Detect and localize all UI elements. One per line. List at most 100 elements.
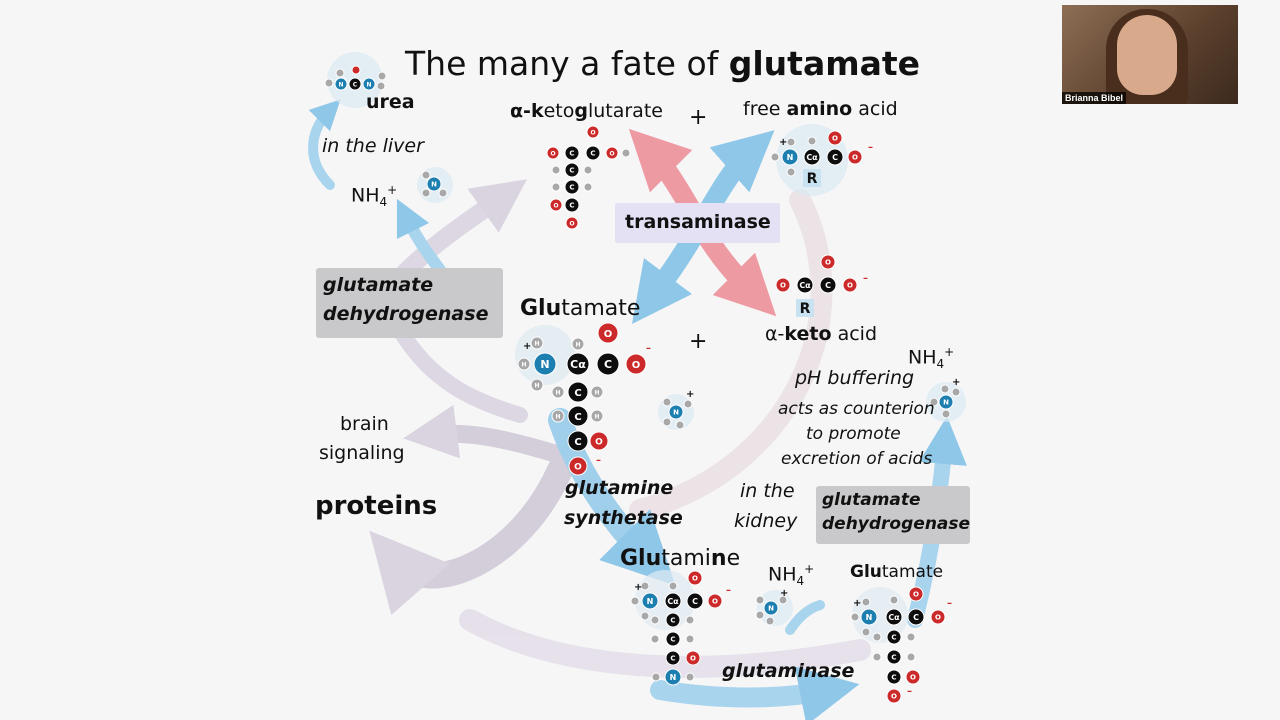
atom-h	[941, 385, 949, 393]
atom-h	[756, 611, 764, 619]
atom-h	[584, 183, 592, 191]
atom-h	[771, 153, 779, 161]
atom-symbol: O	[595, 437, 603, 447]
atom-symbol: Cα	[799, 281, 811, 290]
atom-h	[952, 388, 960, 396]
akg-suffix: lutarate	[588, 100, 663, 122]
atom-symbol: H	[521, 361, 526, 368]
atom-symbol: H	[555, 413, 560, 420]
r-group-label: R	[800, 301, 811, 317]
atom-symbol: O	[780, 282, 786, 290]
atom-symbol: H	[534, 340, 539, 347]
atom-symbol: C	[569, 167, 574, 175]
atom-h	[631, 597, 639, 605]
atom-h	[651, 635, 659, 643]
gln-end: e	[727, 546, 741, 571]
nh4-liver-label: NH4+	[351, 184, 397, 210]
glutamine-label: Glutamine	[620, 546, 740, 571]
brain-line1: brain	[340, 414, 389, 436]
webcam-video: Brianna Bibel	[1062, 5, 1238, 104]
nh4-bottom-text: NH	[768, 563, 797, 585]
aka-bold: keto	[784, 323, 831, 345]
atom-symbol: O	[550, 150, 555, 157]
atom-symbol: H	[555, 389, 560, 396]
urea-label: urea	[366, 92, 415, 114]
atom-symbol: N	[431, 181, 437, 189]
arrow-to-brain	[430, 434, 560, 455]
atom-h	[652, 673, 660, 681]
glu2-bold: Glu	[850, 562, 882, 582]
atom-symbol: N	[866, 613, 873, 622]
gln-bold2: n	[711, 546, 727, 571]
atom-h	[862, 628, 870, 636]
atom-h	[325, 79, 333, 87]
arrow-to-proteins	[395, 470, 560, 576]
atom-symbol: N	[943, 399, 949, 407]
atom-h	[669, 582, 677, 590]
presenter-face	[1117, 15, 1177, 95]
nh4-liver-sub: 4	[380, 195, 388, 209]
atom-h	[890, 596, 898, 604]
gdh-liver-line2: dehydrogenase	[323, 304, 488, 326]
nh4-liver-sup: +	[387, 183, 397, 197]
charge-plus: +	[853, 598, 861, 609]
atom-symbol: Cα	[806, 153, 818, 162]
in-the-liver-label: in the liver	[322, 136, 424, 158]
atom-symbol: C	[891, 654, 896, 662]
alpha-ketoglutarate-label: α-ketoglutarate	[510, 101, 663, 123]
atom-h	[851, 613, 859, 621]
atom-h	[686, 616, 694, 624]
r-group-label: R	[807, 171, 818, 187]
atom-symbol: N	[670, 673, 677, 682]
charge-minus: –	[863, 273, 868, 284]
alpha-keto-acid-label: α-keto acid	[765, 324, 877, 346]
atom-symbol: C	[832, 153, 838, 162]
akg-g: g	[574, 100, 588, 122]
atom-symbol: H	[594, 389, 599, 396]
free-prefix: free	[743, 98, 787, 120]
nh4-right-sub: 4	[937, 357, 945, 371]
in-the-label: in the	[740, 481, 795, 503]
glu-rest: tamate	[561, 296, 640, 321]
atom-h	[422, 171, 430, 179]
title-bold: glutamate	[729, 44, 920, 83]
gs-line2: synthetase	[564, 508, 683, 530]
atom-h	[663, 398, 671, 406]
atom-h	[862, 598, 870, 606]
page-title: The many a fate of glutamate	[405, 44, 920, 83]
charge-plus: +	[523, 341, 531, 352]
atom-h	[641, 612, 649, 620]
atom-symbol: C	[891, 634, 896, 642]
presenter-name: Brianna Bibel	[1062, 92, 1126, 104]
atom-symbol: O	[832, 135, 838, 143]
atom-h	[942, 410, 950, 418]
atom-symbol: N	[338, 81, 343, 88]
atom-symbol: O	[609, 150, 614, 157]
charge-minus: –	[596, 455, 601, 466]
gs-line1: glutamine	[565, 478, 673, 500]
brain-line2: signaling	[319, 443, 405, 465]
charge-plus: +	[779, 137, 787, 148]
atom-h	[808, 137, 816, 145]
gdh-liver-line1: glutamate	[323, 275, 433, 297]
atom-o	[352, 66, 360, 74]
nh4-right-text: NH	[908, 346, 937, 368]
atom-symbol: O	[825, 259, 831, 267]
plus-top: +	[689, 105, 707, 130]
atom-symbol: C	[670, 617, 675, 625]
atom-h	[336, 69, 344, 77]
atom-symbol: O	[910, 674, 916, 682]
atom-symbol: C	[692, 597, 698, 606]
atom-h	[552, 166, 560, 174]
atom-h	[651, 616, 659, 624]
atom-symbol: C	[574, 437, 581, 448]
charge-plus: +	[686, 389, 694, 400]
arrow-gdh-down	[400, 330, 520, 415]
atom-symbol: O	[913, 591, 919, 599]
atom-symbol: N	[647, 597, 654, 606]
atom-symbol: O	[632, 360, 641, 371]
atom-h	[676, 421, 684, 429]
free-amino-acid-label: free amino acid	[743, 99, 898, 121]
atom-symbol: N	[673, 409, 679, 417]
gln-mid: tami	[661, 546, 711, 571]
